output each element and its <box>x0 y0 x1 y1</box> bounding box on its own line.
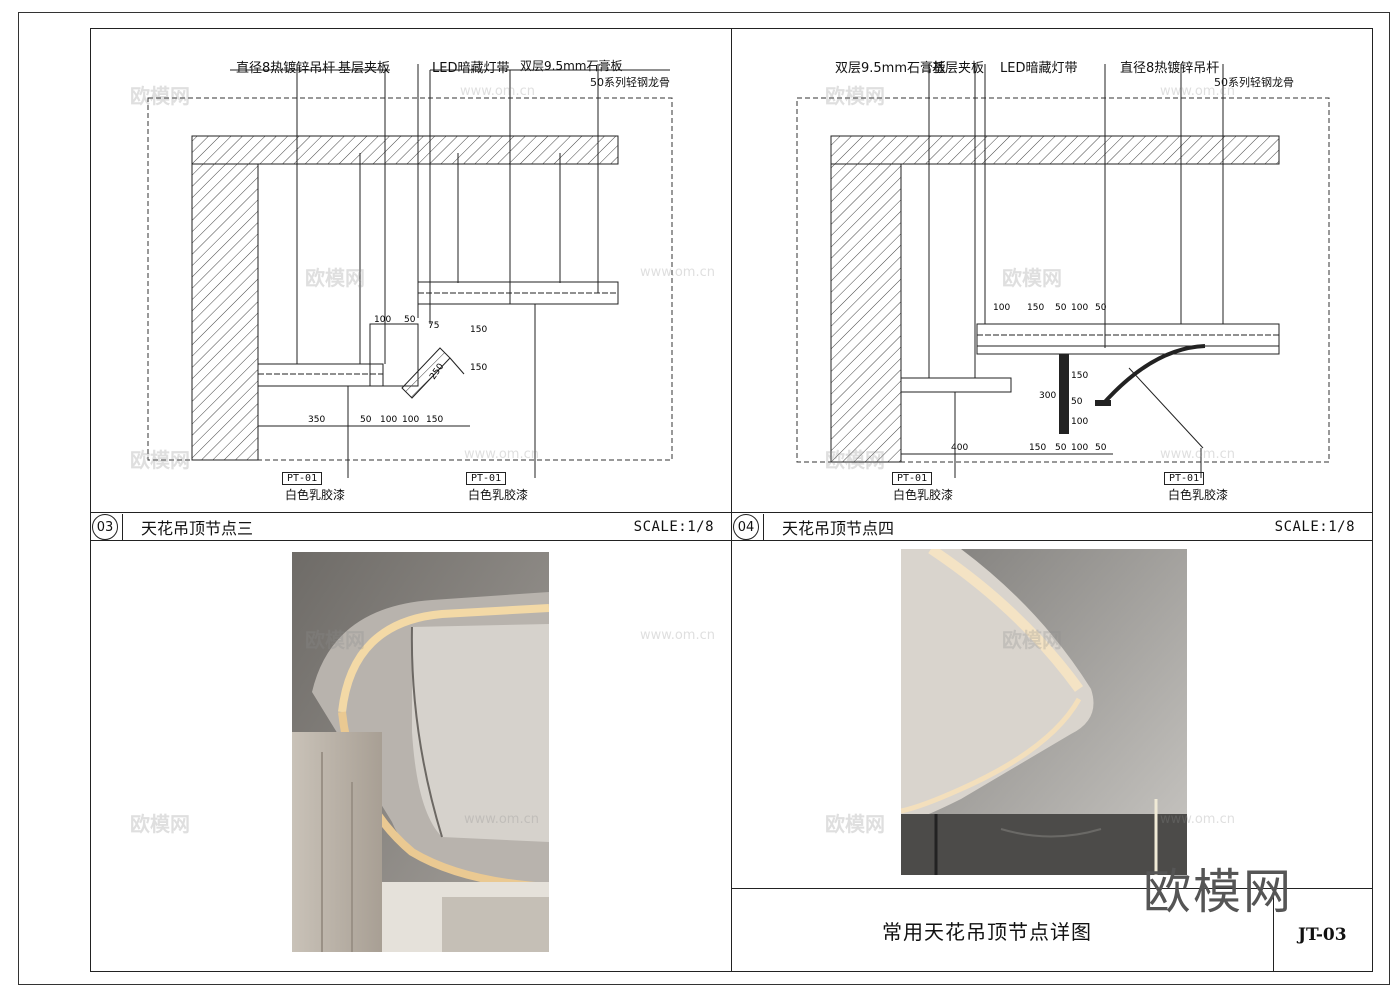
svg-text:50: 50 <box>1055 303 1067 313</box>
watermark-brand-1: 欧模网 <box>130 84 190 108</box>
svg-text:100: 100 <box>1071 443 1088 453</box>
detail-04-callout-4: 直径8热镀锌吊杆 <box>1120 61 1220 76</box>
watermark-brand-3: 欧模网 <box>305 266 365 290</box>
detail-04-number: 04 <box>733 514 759 540</box>
detail-04-title-row: 04 天花吊顶节点四 SCALE:1/8 <box>733 514 1371 540</box>
watermark-brand-6: 欧模网 <box>825 448 885 472</box>
detail-03-callout-1: 直径8热镀锌吊杆 <box>236 61 336 76</box>
svg-text:50: 50 <box>1095 443 1107 453</box>
svg-text:50: 50 <box>1071 397 1083 407</box>
detail-03-section-drawing: 350 50 100 100 150 100 50 75 150 150 250 <box>147 64 673 478</box>
svg-text:50: 50 <box>1055 443 1067 453</box>
ceiling-photo-right-illustration <box>901 549 1187 875</box>
svg-text:150: 150 <box>1029 443 1046 453</box>
detail-03-material-name-right: 白色乳胶漆 <box>468 488 529 502</box>
outer-frame <box>18 12 1390 985</box>
title-block-top-line <box>731 888 1373 889</box>
detail-03-title-row: 03 天花吊顶节点三 SCALE:1/8 <box>92 514 728 540</box>
watermark-brand-large: 欧模网 <box>1143 864 1294 920</box>
svg-text:150: 150 <box>1027 303 1044 313</box>
svg-text:300: 300 <box>1039 391 1056 401</box>
svg-text:150: 150 <box>470 363 487 373</box>
watermark-url-3: www.om.cn <box>640 265 715 280</box>
svg-text:350: 350 <box>308 415 325 425</box>
title-block-divider <box>1273 888 1274 972</box>
detail-04-callout-3: LED暗藏灯带 <box>1000 61 1078 76</box>
detail-03-callout-2: 基层夹板 <box>338 61 391 76</box>
watermark-url-7: www.om.cn <box>640 628 715 643</box>
detail-03-number: 03 <box>92 514 118 540</box>
svg-text:150: 150 <box>470 325 487 335</box>
detail-04-material-name-left: 白色乳胶漆 <box>893 488 954 502</box>
detail-03-callout-5: 50系列轻钢龙骨 <box>590 76 670 89</box>
svg-text:150: 150 <box>1071 371 1088 381</box>
detail-04-callout-2: 基层夹板 <box>932 61 985 76</box>
watermark-url-5: www.om.cn <box>464 447 539 462</box>
detail-03-callout-4: 双层9.5mm石膏板 <box>520 59 623 73</box>
svg-text:50: 50 <box>360 415 372 425</box>
svg-text:100: 100 <box>1071 417 1088 427</box>
svg-text:50: 50 <box>404 315 416 325</box>
drawing-number: JT-03 <box>1298 925 1347 945</box>
watermark-brand-8: 欧模网 <box>1002 628 1062 652</box>
watermark-url-6: www.om.cn <box>1160 447 1235 462</box>
detail-03-callout-3: LED暗藏灯带 <box>432 61 510 76</box>
watermark-url-9: www.om.cn <box>464 812 539 827</box>
detail-04-callout-5: 50系列轻钢龙骨 <box>1214 76 1294 89</box>
watermark-brand-10: 欧模网 <box>825 812 885 836</box>
detail-03-material-name-left: 白色乳胶漆 <box>285 488 346 502</box>
svg-text:100: 100 <box>1071 303 1088 313</box>
title-row-bottom-line <box>90 540 1373 541</box>
watermark-brand-9: 欧模网 <box>130 812 190 836</box>
svg-text:100: 100 <box>374 315 391 325</box>
watermark-brand-7: 欧模网 <box>305 628 365 652</box>
detail-04-material-code-left: PT-01 <box>892 472 933 485</box>
watermark-brand-4: 欧模网 <box>1002 266 1062 290</box>
svg-text:100: 100 <box>993 303 1010 313</box>
detail-03-scale: SCALE:1/8 <box>633 519 714 535</box>
watermark-brand-2: 欧模网 <box>825 84 885 108</box>
ceiling-photo-left <box>292 552 549 952</box>
detail-03-title: 天花吊顶节点三 <box>141 519 254 538</box>
watermark-brand-5: 欧模网 <box>130 448 190 472</box>
svg-text:100: 100 <box>402 415 419 425</box>
ceiling-photo-right <box>901 549 1187 875</box>
svg-text:150: 150 <box>426 415 443 425</box>
detail-04-material-name-right: 白色乳胶漆 <box>1168 488 1229 502</box>
detail-04-section-drawing: 100 150 50 100 50 300 150 50 100 400 150… <box>796 64 1330 478</box>
drawing-title: 常用天花吊顶节点详图 <box>882 920 1092 944</box>
detail-03-material-code-right: PT-01 <box>466 472 507 485</box>
ceiling-photo-left-illustration <box>292 552 549 952</box>
detail-04-scale: SCALE:1/8 <box>1274 519 1355 535</box>
detail-04-material-code-right: PT-01 <box>1164 472 1205 485</box>
detail-04-callout-1: 双层9.5mm石膏板 <box>835 61 947 76</box>
svg-text:50: 50 <box>1095 303 1107 313</box>
detail-04-title: 天花吊顶节点四 <box>782 519 895 538</box>
svg-text:400: 400 <box>951 443 968 453</box>
title-row-top-line <box>90 512 1373 513</box>
svg-text:75: 75 <box>428 321 439 331</box>
watermark-url-2: www.om.cn <box>1160 84 1235 99</box>
detail-03-material-code-left: PT-01 <box>282 472 323 485</box>
watermark-url-10: www.om.cn <box>1160 812 1235 827</box>
center-divider <box>731 28 732 972</box>
svg-text:100: 100 <box>380 415 397 425</box>
watermark-url-1: www.om.cn <box>460 84 535 99</box>
